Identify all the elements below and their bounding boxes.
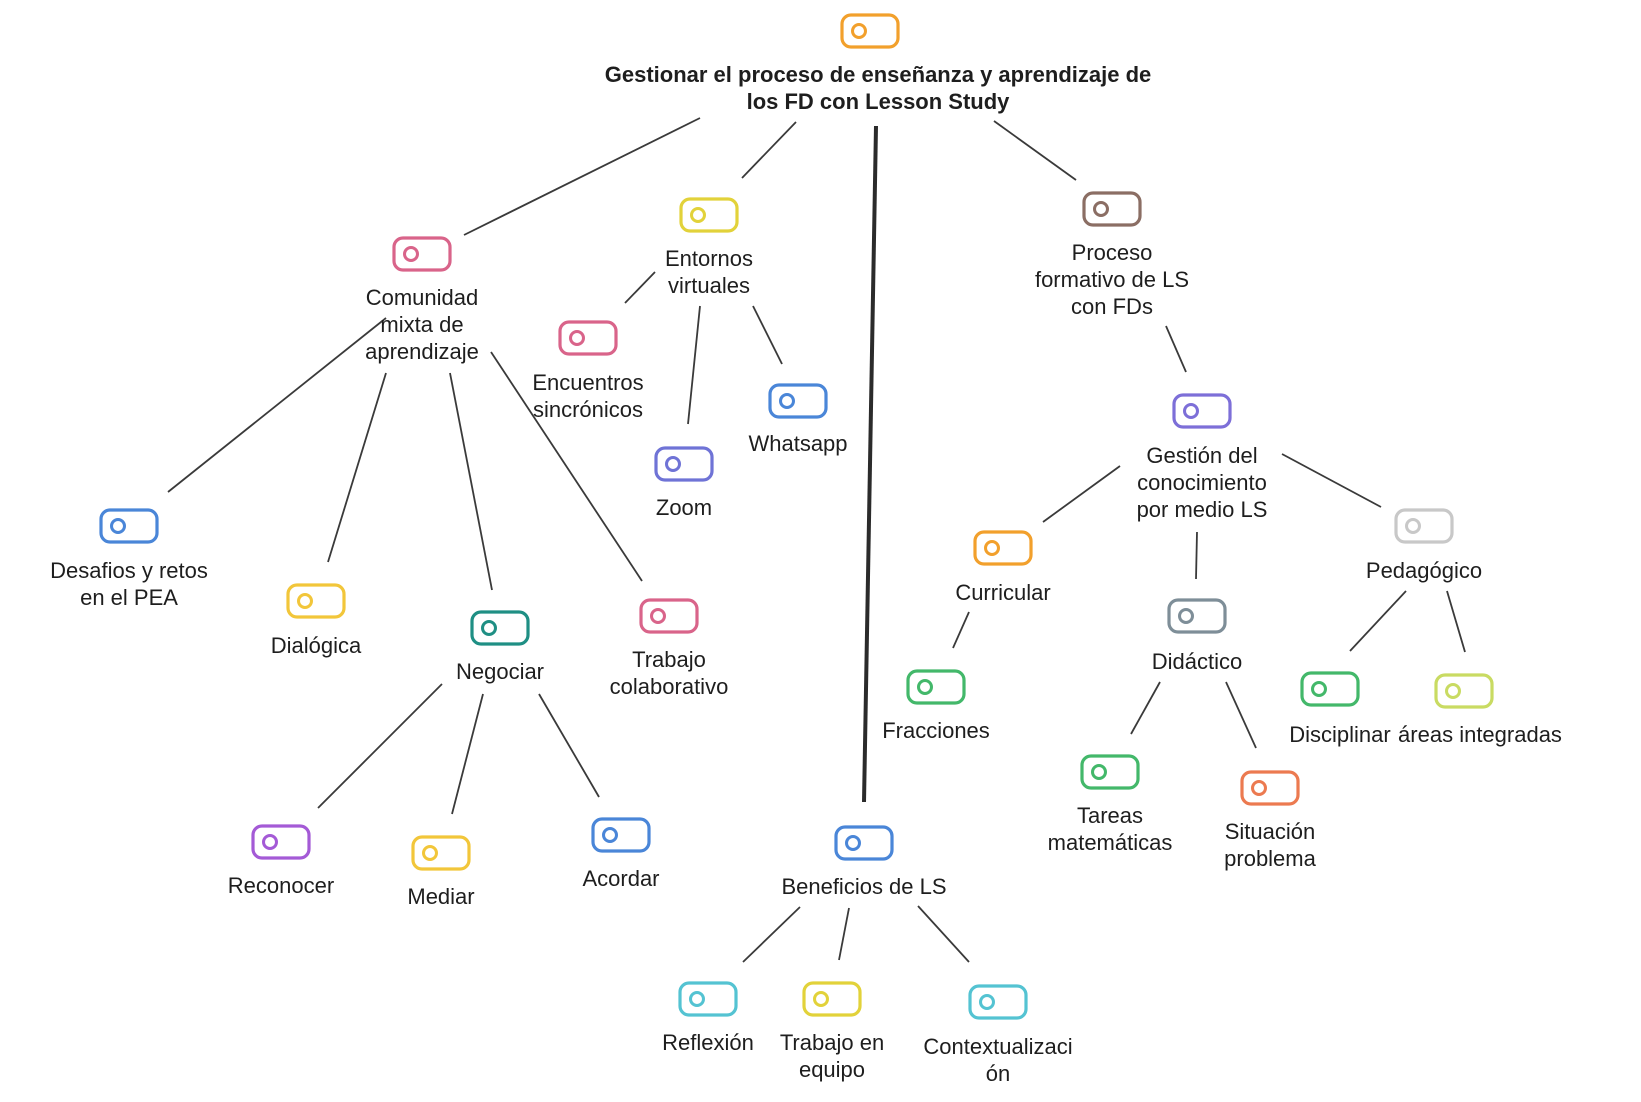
node-label: Didáctico [1151,648,1243,674]
topic-tag-icon[interactable] [768,383,828,424]
node-label: Zoom [655,494,713,520]
connector-line [1225,681,1257,749]
node-label: áreas integradas [1398,721,1562,747]
connector-line [1165,325,1187,373]
topic-tag-icon[interactable] [802,981,862,1022]
node-label: Dialógica [270,632,362,658]
connector-line [838,907,850,961]
connector-line [317,683,443,809]
node-label: Fracciones [882,717,990,743]
connector-line [463,117,701,236]
connector-line [993,120,1077,181]
node-label: Tareas matemáticas [1047,803,1173,855]
topic-tag-icon[interactable] [654,446,714,487]
node-label: Whatsapp [748,430,848,456]
topic-tag-icon[interactable] [1172,393,1232,434]
connector-line [1130,681,1161,735]
node-label: Gestionar el proceso de enseñanza y apre… [604,62,1152,114]
connector-line [490,351,643,582]
connector-line [1349,590,1407,652]
connector-line [1042,465,1121,523]
topic-tag-icon[interactable] [470,610,530,651]
connector-line [538,693,600,798]
connector-line [451,693,484,815]
topic-tag-icon[interactable] [99,508,159,549]
topic-tag-icon[interactable] [834,825,894,866]
node-label: Trabajo colaborativo [609,647,729,699]
topic-tag-icon[interactable] [973,530,1033,571]
connector-line [741,121,797,179]
node-label: Mediar [407,883,475,909]
topic-tag-icon[interactable] [1080,754,1140,795]
topic-tag-icon[interactable] [678,981,738,1022]
node-label: Situación problema [1224,819,1316,871]
node-label: Desafios y retos en el PEA [50,558,208,610]
connector-line [624,271,656,304]
topic-tag-icon[interactable] [679,197,739,238]
topic-tag-icon[interactable] [840,13,900,54]
connector-line [327,372,387,563]
node-label: Entornos virtuales [664,246,754,298]
topic-tag-icon[interactable] [906,669,966,710]
topic-tag-icon[interactable] [639,598,699,639]
connector-line [752,305,783,365]
node-label: Gestión del conocimiento por medio LS [1136,442,1268,522]
node-label: Beneficios de LS [781,873,947,899]
connector-line [687,305,701,425]
connector-line [742,906,801,963]
topic-tag-icon[interactable] [968,984,1028,1025]
connector-line [449,372,493,591]
node-label: Negociar [455,658,545,684]
topic-tag-icon[interactable] [1434,673,1494,714]
topic-tag-icon[interactable] [558,320,618,361]
topic-tag-icon[interactable] [1167,598,1227,639]
connector-line [952,611,970,649]
topic-tag-icon[interactable] [1300,671,1360,712]
topic-tag-icon[interactable] [392,236,452,277]
connector-line [1446,590,1466,653]
topic-tag-icon[interactable] [1240,770,1300,811]
connector-line [917,905,970,963]
topic-tag-icon[interactable] [286,583,346,624]
node-label: Reconocer [227,872,335,898]
connector-line [167,317,387,493]
connector-line [1195,531,1198,580]
node-label: Proceso formativo de LS con FDs [1034,239,1190,319]
node-label: Disciplinar [1289,721,1391,747]
node-label: Curricular [955,579,1051,605]
connector-line [862,125,878,803]
node-label: Acordar [582,865,660,891]
topic-tag-icon[interactable] [591,817,651,858]
node-label: Pedagógico [1365,557,1483,583]
topic-tag-icon[interactable] [251,824,311,865]
node-label: Trabajo en equipo [779,1030,885,1082]
node-label: Contextualizaci ón [923,1034,1073,1086]
connector-line [1281,453,1382,508]
topic-tag-icon[interactable] [1082,191,1142,232]
topic-tag-icon[interactable] [411,835,471,876]
topic-tag-icon[interactable] [1394,508,1454,549]
node-label: Comunidad mixta de aprendizaje [365,284,479,364]
node-label: Reflexión [662,1029,754,1055]
node-label: Encuentros sincrónicos [532,370,644,422]
